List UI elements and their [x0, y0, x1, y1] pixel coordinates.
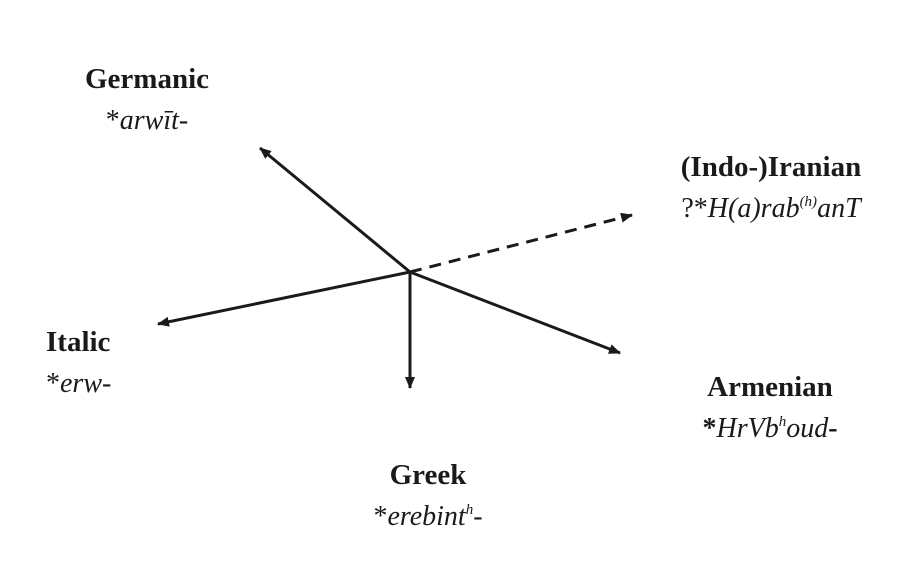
- branch-name-germanic: Germanic: [84, 63, 209, 95]
- branch-name-iranian: (Indo-)Iranian: [680, 151, 862, 183]
- arrow-to-germanic: [259, 146, 411, 274]
- arrow-to-armenian: [409, 270, 621, 355]
- branch-italic: Italic *erw-: [26, 325, 158, 401]
- branch-name-greek: Greek: [389, 459, 467, 491]
- reconstruction-greek: *erebinth-: [373, 501, 483, 532]
- reconstruction-germanic: *arwīt-: [105, 105, 189, 136]
- arrow-to-italic: [157, 270, 411, 327]
- branch-iranian: (Indo-)Iranian ?*H(a)rab(h)anT: [652, 150, 890, 226]
- branch-name-italic: Italic: [46, 326, 111, 358]
- arrow-to-iranian: [409, 212, 633, 274]
- reconstruction-iranian: ?*H(a)rab(h)anT: [681, 193, 861, 224]
- arrow-layer: [157, 146, 633, 389]
- reconstruction-armenian: *HrVbhoud-: [702, 413, 838, 444]
- branch-name-armenian: Armenian: [707, 371, 833, 403]
- branch-germanic: Germanic *arwīt-: [66, 62, 228, 138]
- branch-greek: Greek *erebinth-: [340, 458, 516, 534]
- branch-armenian: Armenian *HrVbhoud-: [672, 370, 868, 446]
- reconstruction-italic: *erw-: [46, 368, 112, 399]
